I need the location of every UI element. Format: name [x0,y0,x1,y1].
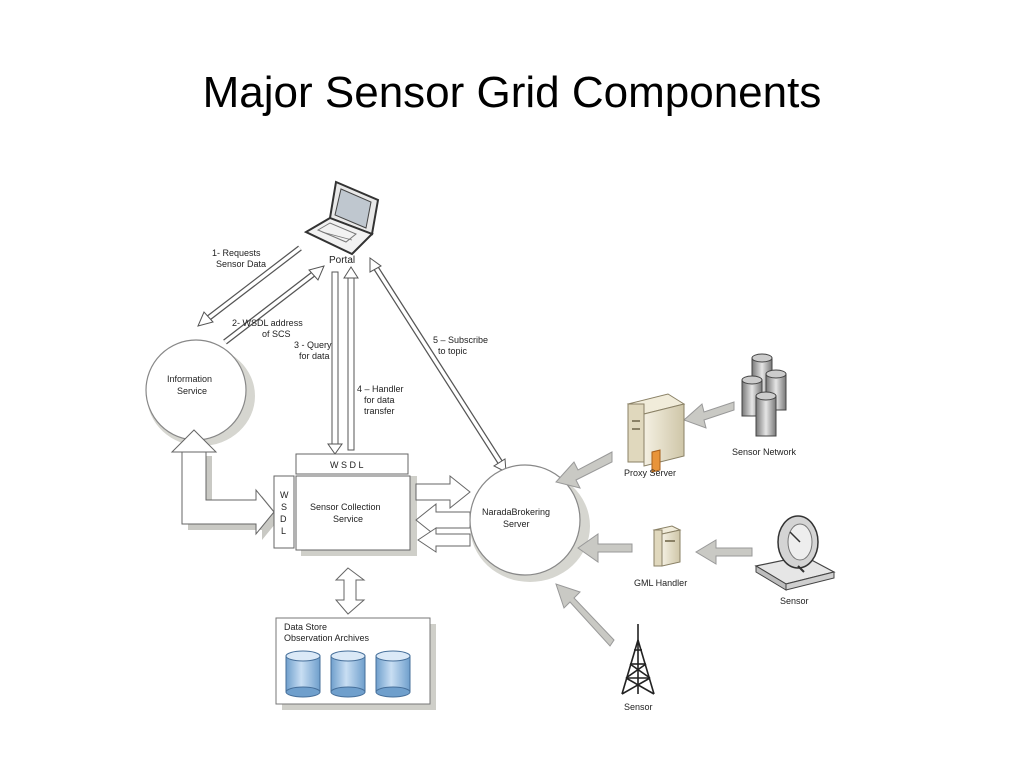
wsdl-side-s: S [281,502,287,512]
proxy-server-label: Proxy Server [624,468,676,478]
laptop-icon [303,180,380,256]
step-4-line-1: 4 – Handler [357,384,404,394]
arrow-requests-sensor-data [197,245,302,327]
step-2-line-1: 2- WSDL address [232,318,303,328]
arrow-subscribe-to-topic [369,257,507,473]
gml-handler-label: GML Handler [634,578,687,588]
page-title: Major Sensor Grid Components [202,68,822,117]
wsdl-side-w: W [280,490,289,500]
arrow-tower-to-narada [555,583,615,647]
portal-label: Portal [329,255,355,266]
arrow-scs-to-narada [415,474,471,510]
database-icon [285,650,321,698]
wsdl-side-d: D [280,514,287,524]
step-1-line-1: 1- Requests [212,248,261,258]
information-service-line-1: Information [167,374,212,384]
step-2-line-2: of SCS [262,329,291,339]
narada-brokering-node [469,464,590,582]
arrow-wsdl-address [223,265,325,345]
sensor-network-label: Sensor Network [732,447,797,457]
sensor-collection-service-node [273,453,417,556]
arrow-network-to-proxy [683,401,735,429]
step-3-line-2: for data [299,351,330,361]
arrow-dish-to-gml [695,539,753,565]
arrow-info-to-scs [170,429,280,540]
arrow-query-for-data [327,271,343,455]
arrow-narada-to-scs-2 [417,527,471,553]
scs-line-1: Sensor Collection [310,502,381,512]
wsdl-side-l: L [281,526,286,536]
step-5-line-1: 5 – Subscribe [433,335,488,345]
data-store-line-1: Data Store [284,622,327,632]
information-service-node [145,339,255,446]
radio-tower-icon [621,624,655,695]
arrow-scs-datastore [334,567,366,615]
arrow-handler-for-transfer [343,266,359,451]
sensor-network-icon [741,353,787,437]
arrow-gml-to-narada [577,533,633,563]
step-4-line-2: for data [364,395,395,405]
data-store-line-2: Observation Archives [284,633,370,643]
step-1-line-2: Sensor Data [216,259,266,269]
scs-line-2: Service [333,514,363,524]
step-5-line-2: to topic [438,346,468,356]
arrow-narada-to-scs [415,502,471,538]
satellite-dish-icon [754,515,836,591]
arrow-proxy-to-narada [555,451,613,489]
information-service-line-2: Service [177,386,207,396]
gml-handler-icon [652,525,682,567]
database-icon [375,650,411,698]
wsdl-top-label: W S D L [330,460,364,470]
step-3-line-1: 3 - Query [294,340,332,350]
narada-line-1: NaradaBrokering [482,507,550,517]
narada-line-2: Server [503,519,530,529]
proxy-server-icon [626,393,686,473]
sensor-tower-label: Sensor [624,702,653,712]
sensor-dish-label: Sensor [780,596,809,606]
step-4-line-3: transfer [364,406,395,416]
database-icon [330,650,366,698]
